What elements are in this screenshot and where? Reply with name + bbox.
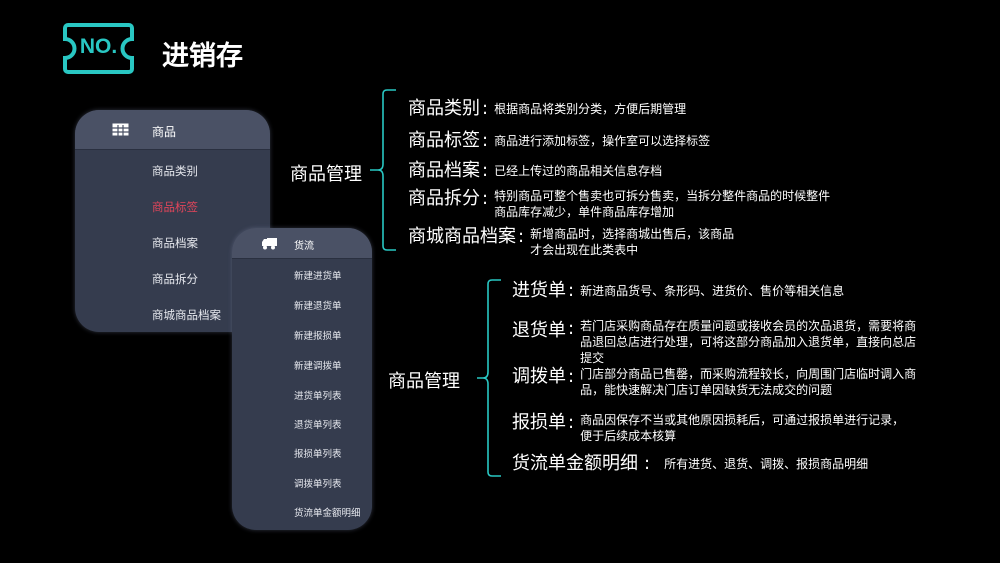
definition-row: 商品标签:商品进行添加标签，操作室可以选择标签: [408, 130, 711, 151]
menu-item[interactable]: 新建退货单: [294, 301, 342, 312]
definition-row: 商城商品档案:新增商品时，选择商城出售后，该商品才会出现在此类表中: [408, 226, 735, 257]
menu-item[interactable]: 新建调拨单: [294, 361, 342, 372]
brace-divider: [477, 279, 501, 477]
description: 商品因保存不当或其他原因损耗后，可通过报损单进行记录，便于后续成本核算: [580, 413, 905, 443]
goods-menu-header[interactable]: 商品: [75, 110, 270, 150]
group-label: 商品管理: [290, 164, 362, 185]
group-label: 商品管理: [388, 371, 460, 392]
menu-item-mall-archive[interactable]: 商城商品档案: [152, 308, 221, 322]
logistics-menu-card: 货流 新建进货单 新建退货单 新建报损单 新建调拨单 进货单列表 退货单列表 报…: [232, 228, 372, 530]
description: 商品进行添加标签，操作室可以选择标签: [494, 134, 711, 148]
description: 特别商品可整个售卖也可拆分售卖，当拆分整件商品的时候整件商品库存减少，单件商品库…: [494, 189, 831, 219]
description: 新增商品时，选择商城出售后，该商品才会出现在此类表中: [530, 227, 735, 257]
description: 所有进货、退货、调拨、报损商品明细: [664, 457, 869, 471]
term: 商品档案: [408, 160, 480, 181]
logistics-menu-header[interactable]: 货流: [232, 228, 372, 259]
term: 商品标签: [408, 130, 480, 151]
term: 退货单: [512, 320, 566, 341]
grid-icon: [112, 123, 129, 136]
logo-text: NO.: [79, 35, 118, 58]
definition-row: 商品档案:已经上传过的商品相关信息存档: [408, 160, 663, 181]
menu-item[interactable]: 新建进货单: [294, 271, 342, 282]
truck-icon: [262, 238, 277, 250]
description: 已经上传过的商品相关信息存档: [494, 164, 663, 178]
menu-item[interactable]: 新建报损单: [294, 331, 342, 342]
number-badge-logo: NO.: [62, 22, 135, 75]
term: 商品类别: [408, 98, 480, 119]
menu-item-split[interactable]: 商品拆分: [152, 272, 198, 286]
description: 根据商品将类别分类，方便后期管理: [494, 102, 687, 116]
logistics-menu-title: 货流: [294, 241, 314, 252]
term: 进货单: [512, 280, 566, 301]
menu-item[interactable]: 报损单列表: [294, 449, 342, 460]
term: 调拨单: [512, 366, 566, 387]
definition-row: 货流单金额明细:所有进货、退货、调拨、报损商品明细: [512, 453, 869, 474]
term: 报损单: [512, 412, 566, 433]
menu-item-tags[interactable]: 商品标签: [152, 200, 198, 214]
menu-item-archive[interactable]: 商品档案: [152, 236, 198, 250]
menu-item[interactable]: 退货单列表: [294, 420, 342, 431]
description: 新进商品货号、条形码、进货价、售价等相关信息: [580, 284, 845, 298]
brace-divider: [370, 89, 396, 251]
definition-row: 商品类别:根据商品将类别分类，方便后期管理: [408, 98, 687, 119]
definition-row: 报损单:商品因保存不当或其他原因损耗后，可通过报损单进行记录，便于后续成本核算: [512, 412, 905, 443]
definition-row: 进货单:新进商品货号、条形码、进货价、售价等相关信息: [512, 280, 845, 301]
goods-menu-title: 商品: [152, 125, 177, 139]
menu-item-category[interactable]: 商品类别: [152, 164, 198, 178]
definition-row: 退货单:若门店采购商品存在质量问题或接收会员的次品退货，需要将商品退回总店进行处…: [512, 318, 917, 365]
definition-row: 调拨单:门店部分商品已售罄，而采购流程较长，向周围门店临时调入商品，能快速解决门…: [512, 366, 917, 397]
definition-row: 商品拆分:特别商品可整个售卖也可拆分售卖，当拆分整件商品的时候整件商品库存减少，…: [408, 188, 831, 219]
term: 商品拆分: [408, 188, 480, 209]
menu-item[interactable]: 货流单金额明细: [294, 508, 361, 519]
description: 若门店采购商品存在质量问题或接收会员的次品退货，需要将商品退回总店进行处理，可将…: [580, 319, 917, 365]
page-title: 进销存: [162, 41, 243, 72]
term: 商城商品档案: [408, 226, 516, 247]
menu-item[interactable]: 调拨单列表: [294, 479, 342, 490]
term: 货流单金额明细: [512, 453, 638, 474]
goods-menu-card: 商品 商品类别 商品标签 商品档案 商品拆分 商城商品档案: [75, 110, 270, 332]
description: 门店部分商品已售罄，而采购流程较长，向周围门店临时调入商品，能快速解决门店订单因…: [580, 367, 917, 397]
menu-item[interactable]: 进货单列表: [294, 391, 342, 402]
